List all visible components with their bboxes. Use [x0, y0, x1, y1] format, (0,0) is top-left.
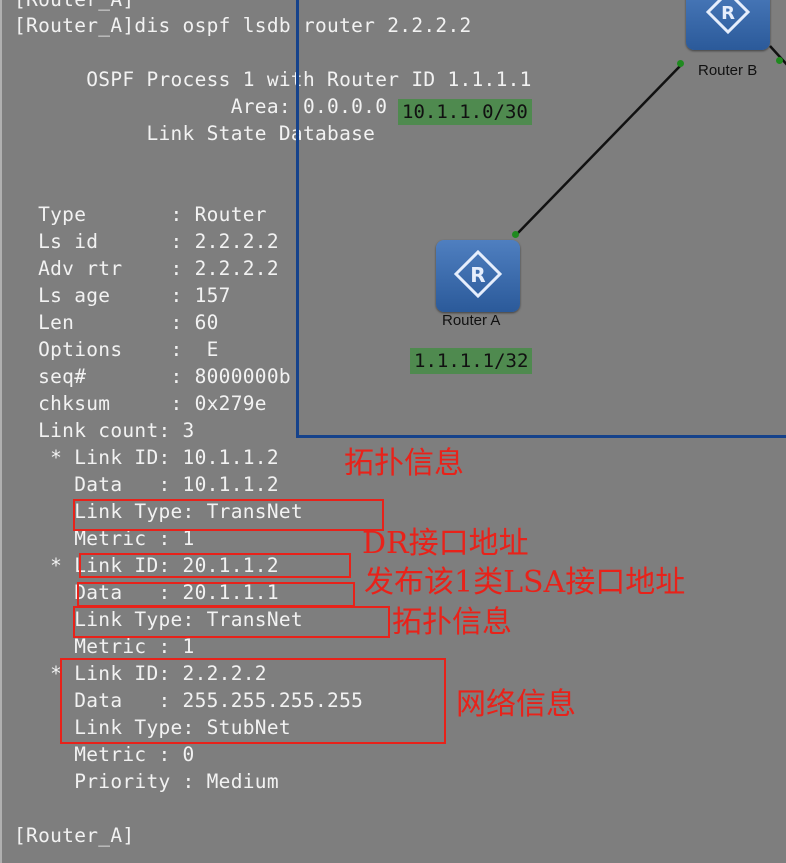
port-dot — [776, 57, 783, 64]
port-dot — [677, 60, 684, 67]
network-label: 1.1.1.1/32 — [410, 348, 533, 374]
terminal-line: Len : 60 — [14, 311, 219, 334]
terminal-line: Link Type: TransNet — [14, 608, 303, 631]
network-label: 10.1.1.0/30 — [398, 99, 532, 125]
svg-text:R: R — [721, 3, 735, 24]
terminal-line: * Link ID: 10.1.1.2 — [14, 446, 279, 469]
terminal-line: Link Type: TransNet — [14, 500, 303, 523]
link-router-a-to-b — [515, 63, 683, 236]
terminal-line: [Router_A] — [14, 824, 135, 847]
terminal-line: Data : 20.1.1.1 — [14, 581, 279, 604]
terminal-line: Ls age : 157 — [14, 284, 231, 307]
terminal-line: Ls id : 2.2.2.2 — [14, 230, 279, 253]
terminal-line: Link count: 3 — [14, 419, 195, 442]
terminal-line: [Router_A] — [14, 0, 134, 11]
router-a-icon[interactable]: R — [436, 240, 520, 312]
annotation-network-info: 网络信息 — [456, 687, 576, 722]
router-b-icon[interactable]: R — [686, 0, 770, 50]
annotation-lsa-interface: 发布该1类LSA接口地址 — [364, 565, 686, 600]
topology-frame — [296, 0, 786, 438]
router-b-label: Router B — [698, 62, 758, 79]
router-a-label: Router A — [442, 312, 501, 329]
annotation-topology-info: 拓扑信息 — [344, 446, 464, 481]
svg-text:R: R — [470, 263, 485, 287]
port-dot — [512, 231, 519, 238]
terminal-line: Link State Database — [14, 122, 376, 145]
terminal-line: Metric : 1 — [14, 527, 195, 550]
terminal-line: * Link ID: 2.2.2.2 — [14, 662, 267, 685]
terminal-line: [Router_A]dis ospf lsdb router 2.2.2.2 — [14, 14, 472, 37]
terminal-line: Adv rtr : 2.2.2.2 — [14, 257, 279, 280]
annotation-dr-interface: DR接口地址 — [362, 526, 529, 561]
terminal-line: Metric : 0 — [14, 743, 195, 766]
terminal-line: chksum : 0x279e — [14, 392, 267, 415]
terminal-line: Options : E — [14, 338, 219, 361]
terminal-line: Metric : 1 — [14, 635, 195, 658]
annotation-topology-info: 拓扑信息 — [392, 605, 512, 640]
terminal-line: seq# : 8000000b — [14, 365, 291, 388]
terminal-line: OSPF Process 1 with Router ID 1.1.1.1 — [14, 68, 532, 91]
terminal-line: Data : 10.1.1.2 — [14, 473, 279, 496]
terminal-line: * Link ID: 20.1.1.2 — [14, 554, 279, 577]
terminal-line: Priority : Medium — [14, 770, 279, 793]
terminal-line: Data : 255.255.255.255 — [14, 689, 364, 712]
terminal-line: Type : Router — [14, 203, 267, 226]
terminal-line: Link Type: StubNet — [14, 716, 291, 739]
terminal-line: Area: 0.0.0.0 — [14, 95, 388, 118]
